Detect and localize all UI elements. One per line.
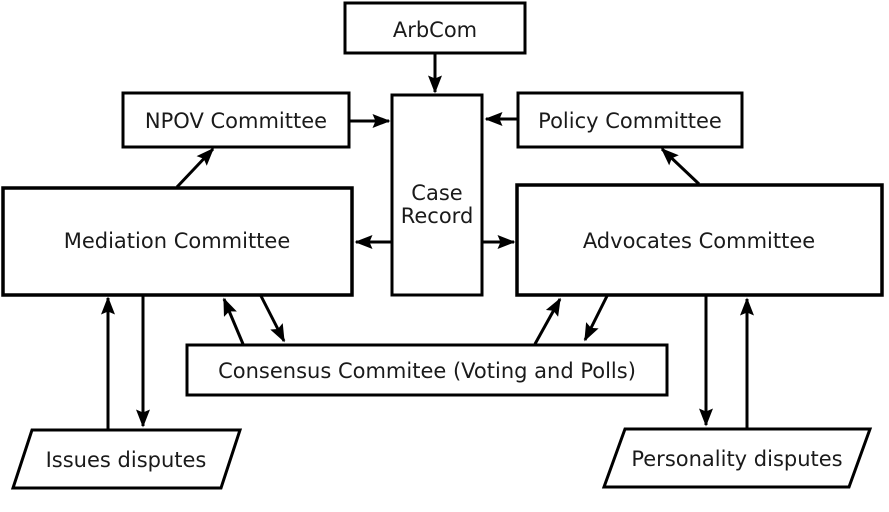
issues-label: Issues disputes xyxy=(46,448,207,472)
personality-label: Personality disputes xyxy=(631,447,842,471)
mediation-box xyxy=(1,186,354,297)
npov-label: NPOV Committee xyxy=(145,109,327,133)
edge-mediation-to-consensus xyxy=(259,295,286,343)
case-record-label-line1: Case xyxy=(411,181,462,205)
case-record-label-line2: Record xyxy=(401,204,474,228)
node-personality-disputes: Personality disputes xyxy=(601,427,873,489)
consensus-box xyxy=(185,343,669,397)
issues-parallelogram xyxy=(10,428,243,490)
node-consensus-committee: Consensus Commitee (Voting and Polls) xyxy=(185,343,669,397)
node-arbcom: ArbCom xyxy=(343,1,527,55)
personality-parallelogram xyxy=(601,427,873,489)
node-case-record: Case Record xyxy=(390,93,484,297)
edges xyxy=(101,53,754,430)
edge-advocates-to-policy xyxy=(660,147,701,186)
node-policy-committee: Policy Committee xyxy=(516,91,744,149)
npov-box xyxy=(121,91,351,149)
policy-box xyxy=(516,91,744,149)
advocates-label: Advocates Committee xyxy=(583,229,815,253)
node-advocates-committee: Advocates Committee xyxy=(515,183,884,297)
node-npov-committee: NPOV Committee xyxy=(121,91,351,149)
node-issues-disputes: Issues disputes xyxy=(10,428,243,490)
advocates-box xyxy=(515,183,884,297)
case-record-box xyxy=(390,93,484,297)
node-mediation-committee: Mediation Committee xyxy=(1,186,354,297)
mediation-label: Mediation Committee xyxy=(64,229,291,253)
edge-consensus-to-advocates xyxy=(533,297,562,345)
policy-label: Policy Committee xyxy=(538,109,722,133)
arbcom-label: ArbCom xyxy=(393,18,477,42)
arbcom-box xyxy=(343,1,527,55)
edge-mediation-to-npov xyxy=(175,147,215,189)
edge-consensus-to-mediation xyxy=(222,297,245,345)
edge-advocates-to-consensus xyxy=(583,295,609,342)
consensus-label: Consensus Commitee (Voting and Polls) xyxy=(218,359,636,383)
